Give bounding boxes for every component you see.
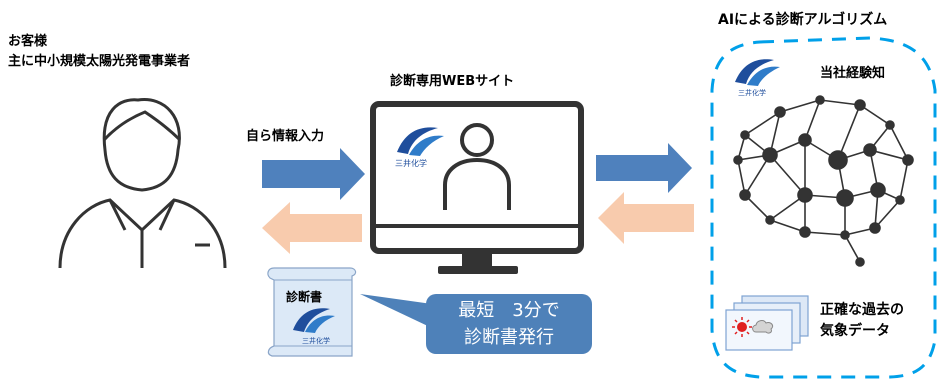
website-title: 診断専用WEBサイト [390,74,515,89]
certificate-title: 診断書 [286,290,323,304]
weather-data-icon [725,295,809,351]
certificate-scroll-icon [267,267,357,357]
customer-title-line1: お客様 [8,34,48,49]
ai-algorithm-title: AIによる診断アルゴリズム [718,12,888,28]
customer-title: お客様 主に中小規模太陽光発電事業者 [8,32,190,72]
input-arrow [262,148,365,200]
monitor-brand-name: 三井化学 [395,159,427,168]
neural-network-icon [733,95,914,267]
bubble-line1: 最短 3分で [458,300,560,321]
speech-bubble: 最短 3分で 診断書発行 [426,294,592,354]
monitor-icon [370,101,584,274]
weather-data-label: 正確な過去の 気象データ [820,300,904,342]
self-input-label: 自ら情報入力 [246,129,325,144]
ai-region-border [710,36,937,379]
weather-label-line1: 正確な過去の [820,302,904,318]
mitsui-logo-icon [397,127,444,156]
weather-label-line2: 気象データ [820,323,890,339]
return-from-ai-arrow [598,192,694,244]
ai-mitsui-logo-icon [735,59,780,86]
customer-title-line2: 主に中小規模太陽光発電事業者 [8,54,191,69]
customer-person-icon [58,98,227,269]
return-arrow [262,202,362,254]
ai-brand-name: 三井化学 [738,89,766,97]
send-to-ai-arrow [596,143,692,193]
company-knowledge-label: 当社経験知 [820,66,886,81]
certificate-brand-name: 三井化学 [302,337,330,345]
bubble-tail [360,294,432,328]
bubble-line2: 診断書発行 [464,327,554,348]
